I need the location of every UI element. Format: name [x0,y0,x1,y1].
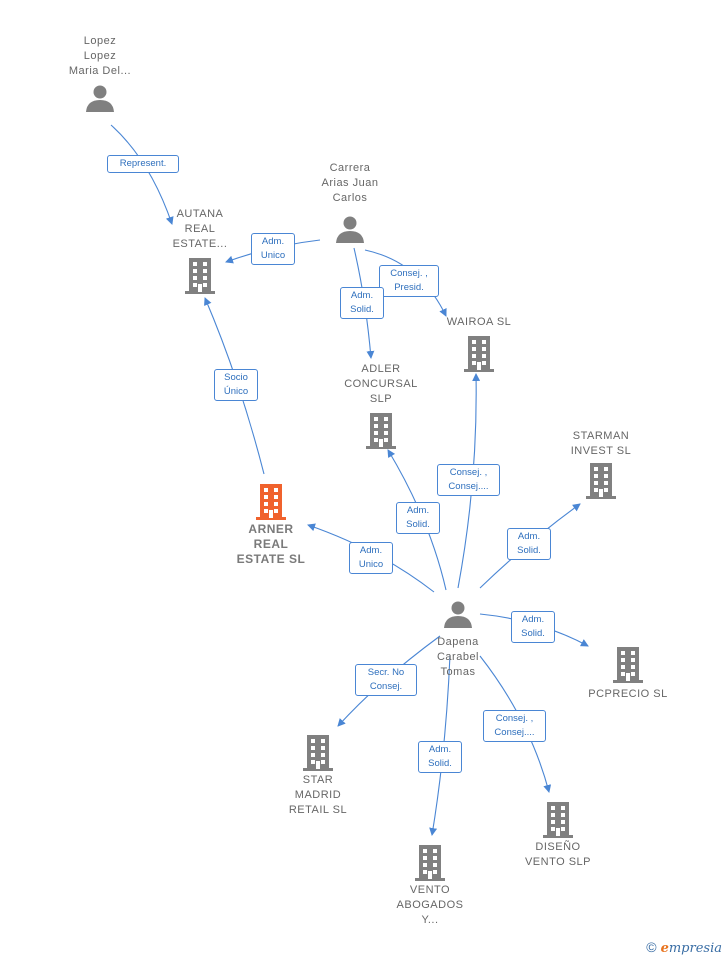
company-label: VENTO ABOGADOS Y... [396,884,464,926]
person-icon [336,216,364,243]
company-arner[interactable]: ARNER REAL ESTATE SL [223,484,319,567]
edge-label-socio-unico[interactable]: Socio Único [214,369,258,401]
brand-initial: e [660,941,669,956]
edge-label-adm-solid[interactable]: Adm. Solid. [396,502,440,534]
company-label: STARMAN INVEST SL [570,430,632,457]
company-autana[interactable]: AUTANA REAL ESTATE... [152,207,248,294]
building-icon [613,647,643,683]
company-label: STAR MADRID RETAIL SL [288,774,348,816]
person-icon [444,601,472,628]
company-starman[interactable]: STARMAN INVEST SL [553,429,649,499]
edge-label-adm-unico[interactable]: Adm. Unico [349,542,393,574]
building-icon [366,413,396,449]
building-icon [415,845,445,881]
copyright-symbol: © [646,939,657,955]
person-label: Lopez Lopez Maria Del... [68,35,132,77]
company-label: ADLER CONCURSAL SLP [344,363,418,405]
company-label: PCPRECIO SL [588,688,668,700]
building-icon [543,802,573,838]
building-icon [185,258,215,294]
building-icon [586,463,616,499]
edge-label-adm-solid[interactable]: Adm. Solid. [507,528,551,560]
edge-label-consej-consej[interactable]: Consej. , Consej.... [437,464,500,496]
person-lopez[interactable]: Lopez Lopez Maria Del... [52,34,148,113]
building-icon [303,735,333,771]
edge-label-consej-consej[interactable]: Consej. , Consej.... [483,710,546,742]
company-starmadrid[interactable]: STAR MADRID RETAIL SL [270,735,366,818]
person-label: Dapena Carabel Tomas [436,636,480,678]
footer-brand: ©empresia [646,939,722,956]
edge-label-adm-solid[interactable]: Adm. Solid. [340,287,384,319]
company-adler[interactable]: ADLER CONCURSAL SLP [333,362,429,449]
company-wairoa[interactable]: WAIROA SL [431,315,527,372]
company-label: ARNER REAL ESTATE SL [236,522,306,566]
person-icon [86,85,114,112]
brand-name: mpresia [668,941,722,956]
company-label: DISEÑO VENTO SLP [524,841,592,868]
person-carrera[interactable]: Carrera Arias Juan Carlos [302,161,398,244]
edge-label-consej-presid[interactable]: Consej. , Presid. [379,265,439,297]
building-icon [464,336,494,372]
edge-label-secr-no-consej[interactable]: Secr. No Consej. [355,664,417,696]
person-dapena[interactable]: Dapena Carabel Tomas [410,599,506,680]
person-label: Carrera Arias Juan Carlos [321,162,379,204]
company-label: WAIROA SL [446,316,512,328]
company-ventoabogados[interactable]: VENTO ABOGADOS Y... [382,845,478,928]
company-disenovento[interactable]: DISEÑO VENTO SLP [510,802,606,870]
company-pcprecio[interactable]: PCPRECIO SL [580,647,676,702]
edge-label-adm-unico[interactable]: Adm. Unico [251,233,295,265]
building-icon [256,484,286,520]
edge-label-adm-solid[interactable]: Adm. Solid. [418,741,462,773]
edge-label-adm-solid[interactable]: Adm. Solid. [511,611,555,643]
company-label: AUTANA REAL ESTATE... [172,208,228,250]
edge-label-represent[interactable]: Represent. [107,155,179,173]
